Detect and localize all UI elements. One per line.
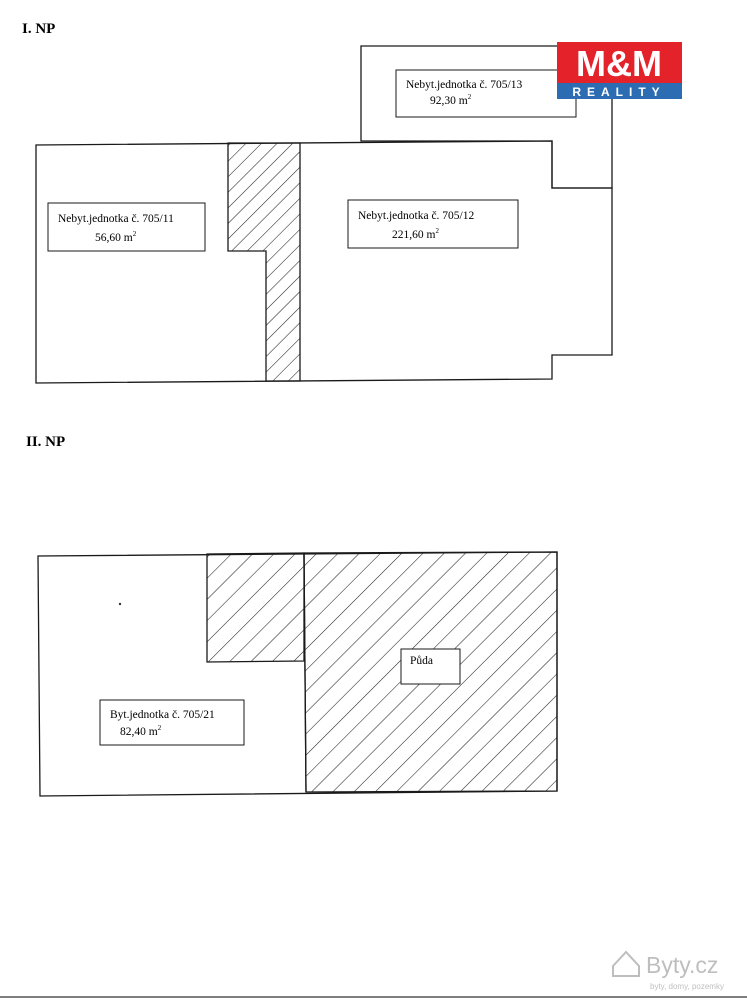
label-box-705-12 bbox=[347, 199, 519, 249]
staircase-hatched bbox=[227, 142, 301, 382]
mm-reality-logo: M&M REALITY bbox=[557, 42, 682, 99]
unit-705-21-name: Byt.jednotka č. 705/21 bbox=[110, 709, 215, 721]
label-box-705-13 bbox=[395, 69, 577, 118]
unit-705-21-area: 82,40 m2 bbox=[120, 724, 162, 738]
watermark-brand: Byty.cz bbox=[646, 952, 718, 978]
second-floor-outline bbox=[37, 551, 558, 797]
unit-705-11-name: Nebyt.jednotka č. 705/11 bbox=[58, 213, 174, 225]
floor-title-second: II. NP bbox=[26, 434, 65, 450]
unit-705-12-name: Nebyt.jednotka č. 705/12 bbox=[358, 210, 475, 222]
unit-705-13-name: Nebyt.jednotka č. 705/13 bbox=[406, 79, 523, 91]
logo-blue-block bbox=[557, 83, 682, 99]
ground-floor-outline bbox=[35, 140, 613, 384]
watermark-tagline: byty, domy, pozemky bbox=[650, 982, 724, 991]
unit-705-11-area: 56,60 m2 bbox=[95, 230, 137, 244]
attic-label: Půda bbox=[410, 654, 433, 667]
speck bbox=[118, 602, 122, 606]
byty-watermark: Byty.cz byty, domy, pozemky bbox=[612, 950, 724, 991]
floor-title-first: I. NP bbox=[22, 21, 55, 37]
label-box-705-11 bbox=[47, 202, 206, 252]
second-floor-divider bbox=[303, 552, 307, 793]
label-box-attic bbox=[400, 648, 461, 685]
logo-subtext: REALITY bbox=[572, 85, 665, 99]
house-icon bbox=[612, 950, 640, 977]
unit-705-12-area: 221,60 m2 bbox=[392, 227, 439, 241]
logo-text: M&M bbox=[576, 43, 662, 84]
label-box-705-21 bbox=[99, 699, 245, 746]
logo-red-block bbox=[557, 42, 682, 83]
upper-stair-hatched bbox=[206, 552, 305, 663]
unit-705-13-area: 92,30 m2 bbox=[430, 93, 472, 107]
